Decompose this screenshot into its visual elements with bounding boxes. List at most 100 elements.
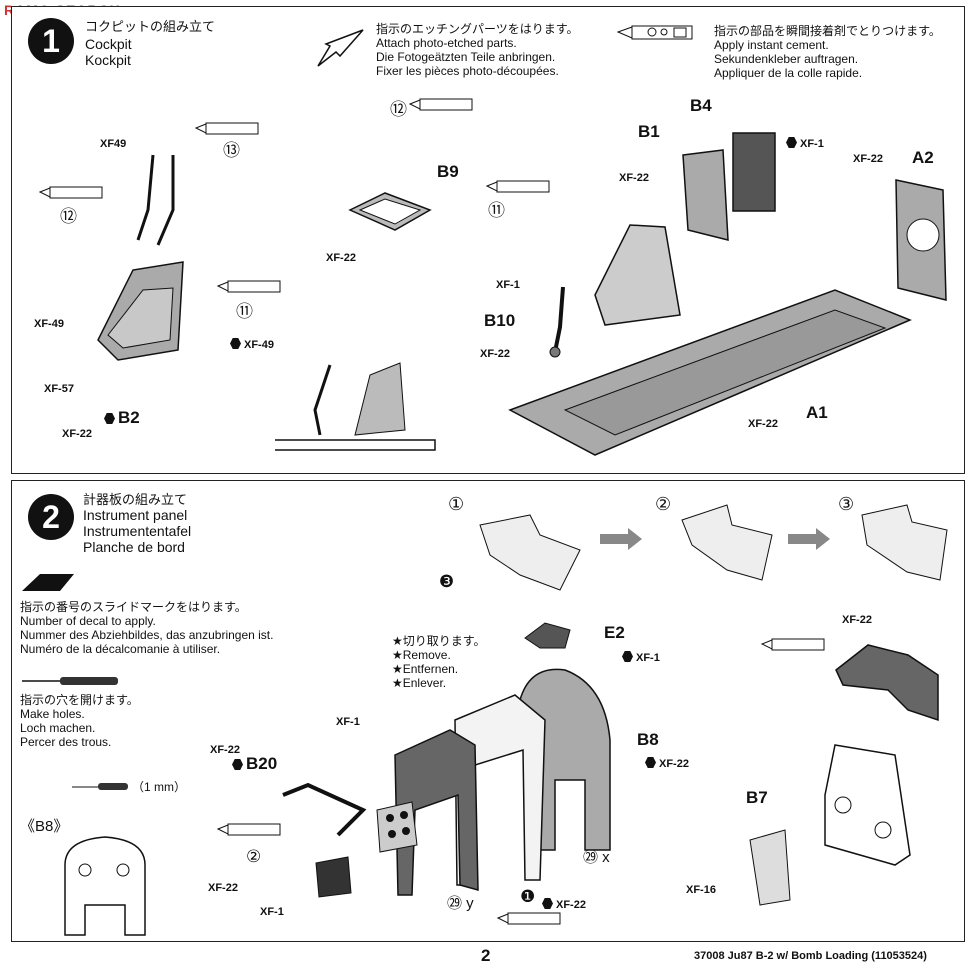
holes-fr: Percer des trous. [20, 735, 112, 749]
paint-xf22-b20: XF-22 [210, 744, 240, 756]
paint-label: XF-22 [556, 899, 586, 911]
paint-label: XF-49 [34, 318, 64, 330]
part-b8: B8 [637, 730, 659, 749]
small-seat-drawing [275, 362, 436, 451]
paint-label: XF-22 [480, 348, 510, 360]
decal-fr: Numéro de la décalcomanie à utiliser. [20, 642, 221, 656]
step1-number: 1 [28, 18, 74, 64]
b7-frame-drawing [749, 744, 911, 906]
cement-fr: Appliquer de la colle rapide. [714, 66, 863, 80]
paint-label: XF-22 [208, 882, 238, 894]
seat-b1-drawing [594, 224, 681, 326]
step2-title-de: Instrumententafel [83, 523, 192, 539]
step2-title-en: Instrument panel [83, 507, 188, 523]
part-b20: B20 [232, 754, 277, 774]
holes-en: Make holes. [20, 707, 85, 721]
paint-label: XF-1 [336, 716, 360, 728]
holes-instruction: 指示の穴を開けます。 Make holes. Loch machen. Perc… [20, 693, 139, 749]
sequence-arrow-icon [788, 528, 830, 550]
etch-number-13: ⑬ [223, 141, 240, 160]
paint-label: XF-22 [326, 252, 356, 264]
b8-reference: 《B8》 [20, 818, 69, 835]
paint-label: XF-1 [800, 138, 824, 150]
part-b2-label: B2 [118, 408, 140, 427]
cement-tube-icon [408, 98, 473, 111]
paint-xf22-a2: XF-22 [853, 153, 883, 165]
paint-xf22-b8: XF-22 [645, 757, 689, 770]
paint-swatch-icon [542, 898, 553, 909]
part-b4: B4 [690, 96, 712, 115]
paint-label: XF-22 [853, 153, 883, 165]
paint-label: XF-22 [659, 758, 689, 770]
cement-tube-icon [485, 180, 550, 193]
remove-de: ★Entfernen. [392, 662, 459, 676]
b20-rod-drawing [282, 782, 367, 837]
step2-title-fr: Planche de bord [83, 539, 185, 555]
paint-xf49-right: XF-49 [230, 338, 274, 351]
drill-icon [22, 677, 118, 685]
drill-small-icon [72, 783, 128, 790]
holes-ja: 指示の穴を開けます。 [20, 693, 139, 707]
b4-box-drawing [732, 132, 776, 212]
etch-number-11a: ⑪ [236, 302, 253, 321]
drill-size: （1 mm） [132, 780, 187, 794]
paint-label: XF-22 [619, 172, 649, 184]
fold-step3-drawing [861, 504, 948, 581]
decal-ja: 指示の番号のスライドマークをはります。 [20, 600, 247, 614]
paint-xf49-mid: XF-49 [34, 318, 64, 330]
b1-backplate-drawing [682, 149, 729, 241]
cement-en: Apply instant cement. [714, 38, 829, 52]
etch-number-12b: ⑫ [390, 100, 407, 119]
paint-xf1-b10: XF-1 [496, 279, 520, 291]
cement-tube-icon [194, 122, 259, 135]
footer-text: 37008 Ju87 B-2 w/ Bomb Loading (11053524… [694, 950, 927, 962]
dial-plate-drawing [376, 801, 418, 853]
part-b9: B9 [437, 162, 459, 181]
etch-fr: Fixer les pièces photo-découpées. [376, 64, 559, 78]
a1-floor-drawing [508, 289, 912, 456]
remove-en: ★Remove. [392, 648, 451, 662]
paint-swatch-icon [230, 338, 241, 349]
etch-ja: 指示のエッチングパーツをはります。 [376, 22, 579, 36]
step1-title-ja: コクピットの組み立て [85, 19, 216, 34]
part-a2: A2 [912, 148, 934, 167]
paint-xf1-b4: XF-1 [786, 137, 824, 150]
paint-xf22-bottom: XF-22 [542, 898, 586, 911]
paint-label: XF-57 [44, 383, 74, 395]
step1-panel [11, 6, 965, 474]
remove-ja: ★切り取ります。 [392, 634, 486, 648]
harness-drawing [136, 154, 175, 246]
part-b2: B2 [104, 408, 140, 428]
decal-de: Nummer des Abziehbildes, das anzubringen… [20, 628, 274, 642]
paint-xf1-small: XF-1 [260, 906, 284, 918]
paint-label: XF49 [100, 138, 127, 150]
etch-arrow-icon [317, 29, 364, 67]
etch-en: Attach photo-etched parts. [376, 36, 517, 50]
cement-instruction: 指示の部品を瞬間接着剤でとりつけます。 Apply instant cement… [714, 24, 941, 80]
paint-swatch-icon [232, 759, 243, 770]
paint-swatch-icon [645, 757, 656, 768]
paint-xf49-top: XF49 [100, 138, 126, 150]
decal-mark-2: ② [246, 847, 262, 866]
decal-mark-3: ❸ [439, 572, 455, 591]
seq-3: ③ [838, 494, 855, 514]
cover-top-right-drawing [835, 644, 939, 722]
paint-xf1-e2: XF-1 [622, 651, 660, 664]
b10-stick-drawing [549, 286, 565, 358]
part-a1: A1 [806, 403, 828, 422]
paint-xf22-a1: XF-22 [748, 418, 778, 430]
decal-en: Number of decal to apply. [20, 614, 156, 628]
cement-de: Sekundenkleber auftragen. [714, 52, 859, 66]
step2-title: 計器板の組み立て Instrument panel Instrumententa… [83, 492, 191, 555]
paint-label: XF-22 [842, 614, 872, 626]
step2-title-ja: 計器板の組み立て [83, 492, 188, 507]
page-number: 2 [481, 946, 491, 965]
e2-part-drawing [524, 622, 571, 649]
paint-xf22-decal: XF-22 [208, 882, 238, 894]
seq-2: ② [655, 494, 672, 514]
part-b7: B7 [746, 788, 768, 807]
holes-de: Loch machen. [20, 721, 96, 735]
etch-number-11b: ⑪ [488, 201, 505, 220]
cement-tube-icon [616, 25, 693, 40]
paint-label: XF-49 [244, 339, 274, 351]
